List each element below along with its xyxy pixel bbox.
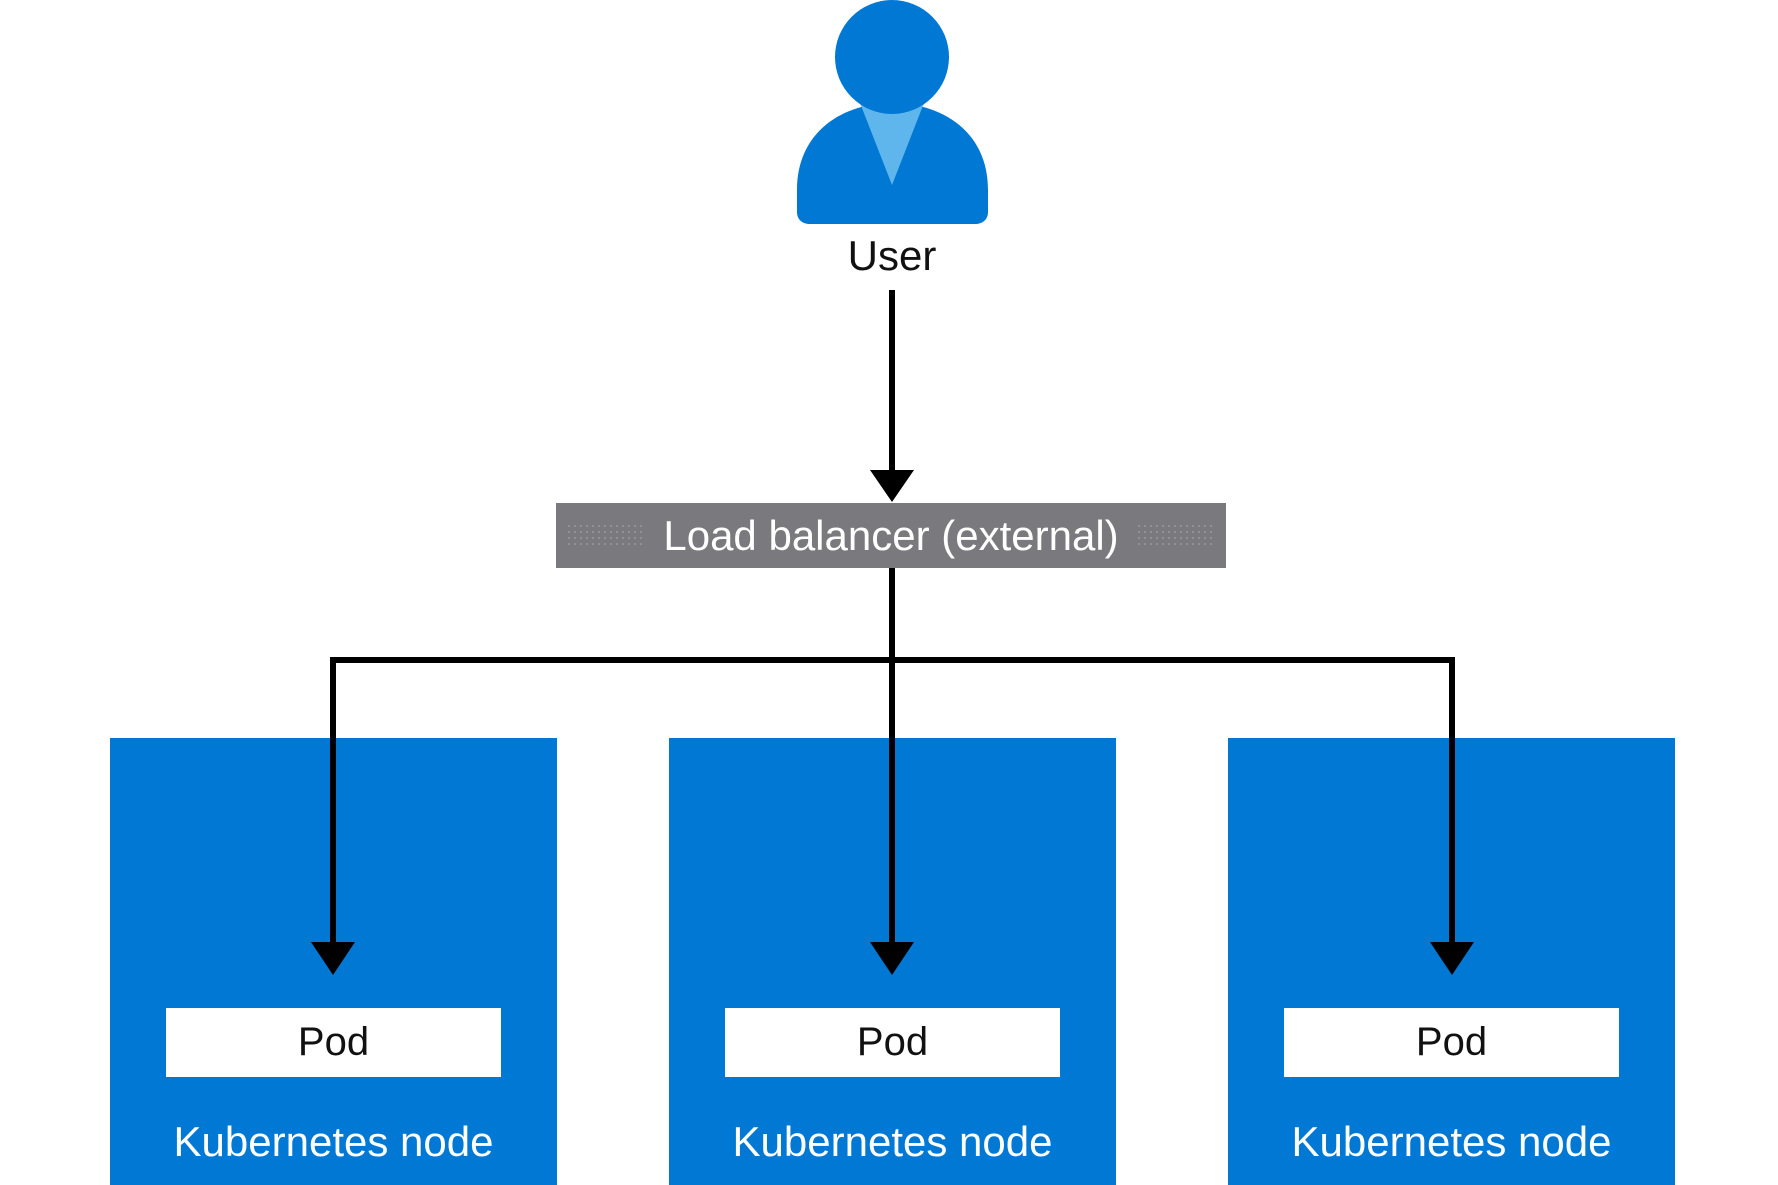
kubernetes-node-3: Pod Kubernetes node bbox=[1228, 738, 1675, 1185]
pod-label: Pod bbox=[856, 1020, 929, 1064]
node-label: Kubernetes node bbox=[1291, 1118, 1612, 1165]
pod-label: Pod bbox=[297, 1020, 370, 1064]
kubernetes-node-1: Pod Kubernetes node bbox=[110, 738, 557, 1185]
user-head bbox=[835, 0, 949, 114]
user-to-lb-arrowhead bbox=[870, 470, 914, 502]
lb-texture-left bbox=[566, 523, 646, 549]
pod-3: Pod bbox=[1284, 1008, 1619, 1077]
load-balancer-label: Load balancer (external) bbox=[663, 511, 1119, 559]
lb-texture-right bbox=[1136, 523, 1216, 549]
pod-2: Pod bbox=[725, 1008, 1060, 1077]
load-balancer-box: Load balancer (external) bbox=[556, 503, 1226, 568]
node-label: Kubernetes node bbox=[173, 1118, 494, 1165]
user-icon bbox=[797, 0, 988, 224]
kubernetes-node-2: Pod Kubernetes node bbox=[669, 738, 1116, 1185]
user-tie bbox=[860, 103, 924, 185]
pod-label: Pod bbox=[1415, 1020, 1488, 1064]
pod-1: Pod bbox=[166, 1008, 501, 1077]
node-label: Kubernetes node bbox=[732, 1118, 1053, 1165]
user-label: User bbox=[847, 232, 937, 279]
